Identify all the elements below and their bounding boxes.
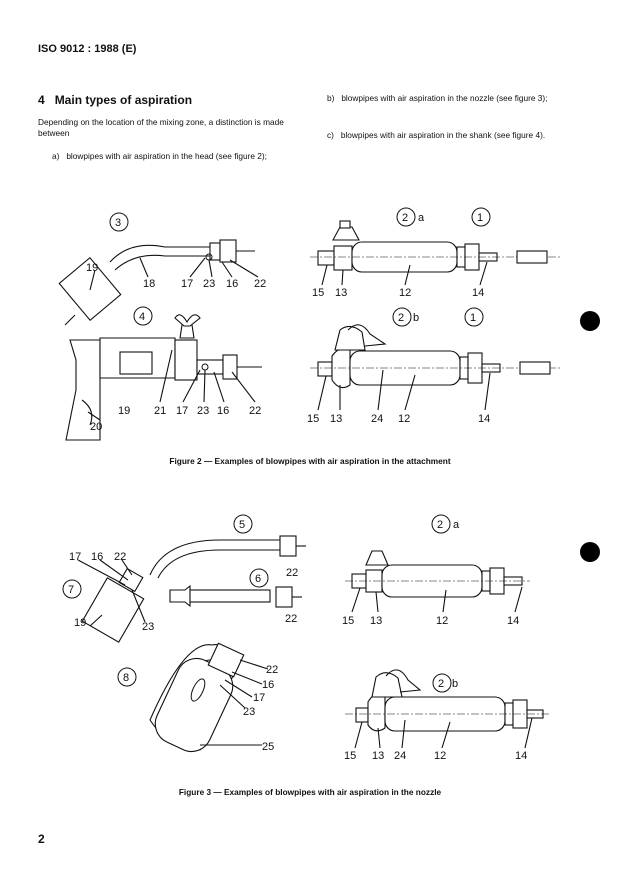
callout-circle: 1 (470, 312, 476, 324)
part-label: 15 (312, 287, 324, 299)
blowpipe-2a-drawing (310, 220, 560, 286)
part-label: 12 (399, 287, 411, 299)
document-id: ISO 9012 : 1988 (E) (38, 43, 137, 55)
part-label: 19 (86, 262, 98, 274)
part-label: 22 (249, 405, 261, 417)
part-label: 12 (434, 750, 446, 762)
part-label: 15 (342, 615, 354, 627)
list-text: blowpipes with air aspiration in the noz… (341, 93, 548, 103)
part-label: 12 (398, 413, 410, 425)
part-label: 23 (197, 405, 209, 417)
list-text: blowpipes with air aspiration in the hea… (66, 151, 267, 161)
part-label: 22 (266, 664, 278, 676)
section-number: 4 (38, 93, 45, 107)
part-label: 23 (203, 278, 215, 290)
part-label: 17 (253, 692, 265, 704)
figure-2-caption: Figure 2 — Examples of blowpipes with ai… (169, 456, 451, 466)
section-intro: Depending on the location of the mixing … (38, 117, 284, 138)
tab-marker-dot (580, 311, 600, 331)
part-label: 22 (285, 613, 297, 625)
list-text: blowpipes with air aspiration in the sha… (340, 130, 546, 140)
callout-circle: 4 (139, 311, 145, 323)
list-marker: b) (327, 93, 335, 103)
part-label: 15 (344, 750, 356, 762)
blowpipe-4-drawing (65, 314, 262, 441)
part-label: 13 (330, 413, 342, 425)
variant-suffix: b (452, 678, 458, 690)
part-label: 17 (181, 278, 193, 290)
part-label: 18 (143, 278, 155, 290)
part-label: 14 (472, 287, 484, 299)
figure-3-callouts: 5 22 6 22 7 17 16 22 19 23 8 22 16 17 23… (62, 514, 527, 762)
part-label: 20 (90, 421, 102, 433)
part-label: 13 (335, 287, 347, 299)
list-item-a: a) blowpipes with air aspiration in the … (52, 151, 267, 162)
blowpipe-5-6-7-8-drawing (77, 535, 306, 753)
blowpipe-fig3-2b-drawing (345, 669, 550, 749)
part-label: 19 (74, 617, 86, 629)
page-number: 2 (38, 832, 45, 846)
callout-circle: 2 (438, 678, 444, 690)
callout-circle: 2 (402, 212, 408, 224)
part-label: 16 (217, 405, 229, 417)
part-label: 17 (176, 405, 188, 417)
part-label: 22 (286, 567, 298, 579)
callout-circle: 6 (255, 573, 261, 585)
section-heading: 4 Main types of aspiration (38, 93, 192, 107)
part-label: 21 (154, 405, 166, 417)
part-label: 16 (91, 551, 103, 563)
part-label: 16 (226, 278, 238, 290)
tab-marker-dot (580, 542, 600, 562)
part-label: 12 (436, 615, 448, 627)
list-item-b: b) blowpipes with air aspiration in the … (327, 93, 567, 104)
variant-suffix: b (413, 312, 419, 324)
blowpipe-fig3-2a-drawing (345, 550, 530, 613)
callout-circle: 3 (115, 217, 121, 229)
part-label: 22 (114, 551, 126, 563)
callout-circle: 8 (123, 672, 129, 684)
callout-circle: 2 (437, 519, 443, 531)
variant-suffix: a (418, 212, 425, 224)
part-label: 16 (262, 679, 274, 691)
callout-circle: 5 (239, 519, 245, 531)
list-marker: a) (52, 151, 60, 161)
blowpipe-3-drawing (58, 239, 259, 326)
part-label: 15 (307, 413, 319, 425)
part-label: 25 (262, 741, 274, 753)
callout-circle: 7 (68, 584, 74, 596)
part-label: 23 (142, 621, 154, 633)
part-label: 17 (69, 551, 81, 563)
part-label: 13 (372, 750, 384, 762)
callout-circle: 1 (477, 212, 483, 224)
part-label: 23 (243, 706, 255, 718)
part-label: 24 (371, 413, 383, 425)
part-label: 14 (478, 413, 490, 425)
section-title: Main types of aspiration (54, 93, 193, 107)
blowpipe-2b-drawing (310, 324, 560, 411)
part-label: 14 (507, 615, 519, 627)
part-label: 22 (254, 278, 266, 290)
part-label: 13 (370, 615, 382, 627)
figure-2-callouts: 3 19 18 17 23 16 22 4 19 21 17 23 16 22 … (86, 207, 491, 433)
list-item-c: c) blowpipes with air aspiration in the … (327, 130, 545, 141)
list-marker: c) (327, 130, 334, 140)
figure-3-caption: Figure 3 — Examples of blowpipes with ai… (178, 787, 442, 797)
callout-circle: 2 (398, 312, 404, 324)
part-label: 19 (118, 405, 130, 417)
part-label: 14 (515, 750, 527, 762)
variant-suffix: a (453, 519, 460, 531)
part-label: 24 (394, 750, 406, 762)
